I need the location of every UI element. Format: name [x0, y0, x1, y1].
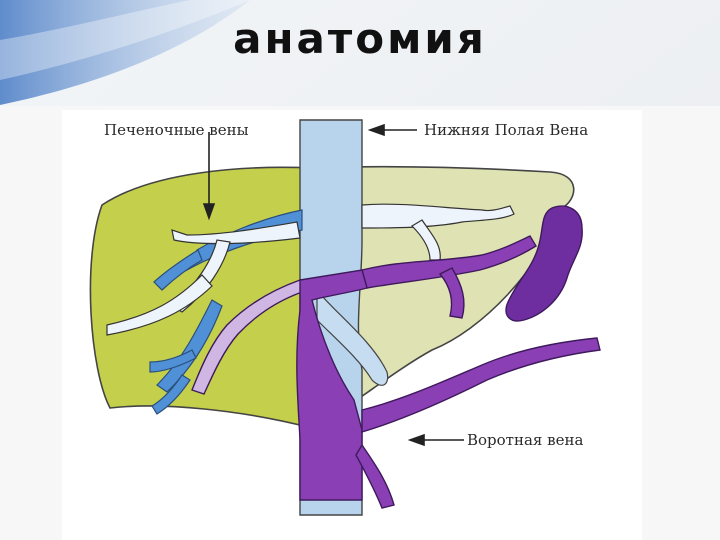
header-wave-shape	[0, 0, 250, 105]
portal-vein-shape	[191, 235, 601, 509]
label-portal-vein: Воротная вена	[467, 431, 583, 449]
slide-title: анатомия	[233, 14, 487, 63]
label-inferior-vena-cava: Нижняя Полая Вена	[424, 121, 588, 139]
label-hepatic-veins: Печеночные вены	[104, 121, 249, 139]
liver-vascular-diagram: Печеночные вены Нижняя Полая Вена Воротн…	[62, 110, 642, 540]
hepatic-veins-shape	[149, 209, 303, 415]
gallbladder-shape	[505, 205, 583, 322]
callout-arrows	[202, 123, 464, 447]
